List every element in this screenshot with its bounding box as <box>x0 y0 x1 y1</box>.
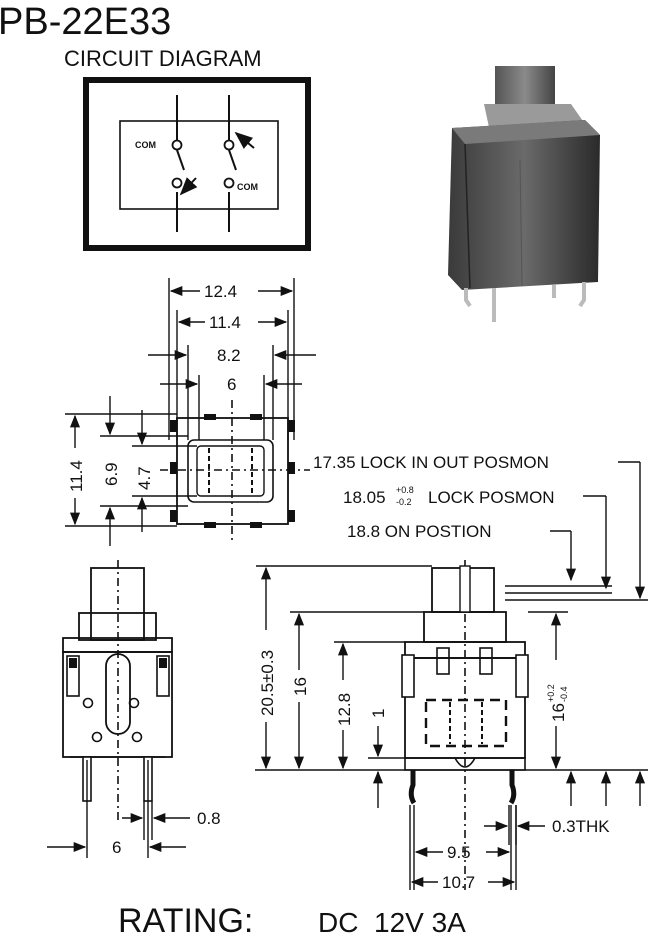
dim-16-tol-plus: +0.2 <box>546 684 556 702</box>
circuit-diagram-heading: CIRCUIT DIAGRAM <box>64 46 262 71</box>
dim-11-4-width: 11.4 <box>209 313 241 332</box>
dim-6-top: 6 <box>227 375 236 394</box>
dim-12-8: 12.8 <box>335 693 354 726</box>
position-callouts: 17.35 LOCK IN OUT POSMON 18.05 +0.8 -0.2… <box>313 453 648 601</box>
side-view-drawing: 20.5±0.3 16 12.8 1 16 +0.2 -0.4 0.3THK <box>255 560 648 892</box>
dim-10-7: 10.7 <box>442 873 475 892</box>
dim-6-9: 6.9 <box>102 462 121 486</box>
dim-6-bottom: 6 <box>112 838 121 857</box>
dim-8-2: 8.2 <box>217 346 241 365</box>
lock-in-out-position: 17.35 LOCK IN OUT POSMON <box>313 453 549 472</box>
dim-0-3-thk: 0.3THK <box>552 817 610 836</box>
lock-position-value: 18.05 <box>343 488 386 507</box>
dim-20-5: 20.5±0.3 <box>258 650 277 716</box>
dim-1: 1 <box>369 709 388 718</box>
circuit-diagram: COM COM <box>83 77 311 251</box>
dim-0-8: 0.8 <box>197 809 221 828</box>
top-view-drawing: 12.4 11.4 8.2 6 <box>65 278 316 546</box>
product-photo <box>448 66 600 322</box>
dim-16-tol-minus: -0.4 <box>559 686 569 702</box>
on-position: 18.8 ON POSTION <box>347 522 492 541</box>
dim-9-5: 9.5 <box>447 843 471 862</box>
lock-position-tol-minus: -0.2 <box>396 497 412 507</box>
com-label-left: COM <box>135 140 156 150</box>
rating-value: DC 12V 3A <box>318 907 466 937</box>
com-label-right: COM <box>237 182 258 192</box>
dim-16-tol-value: 16 <box>549 703 568 722</box>
lock-position-label: LOCK POSMON <box>428 488 555 507</box>
front-view-drawing: 0.8 6 <box>47 560 221 858</box>
part-number-title: PB-22E33 <box>0 1 171 43</box>
dim-12-4: 12.4 <box>204 282 237 301</box>
dim-11-4-height: 11.4 <box>67 460 86 492</box>
rating-label: RATING: <box>118 902 253 937</box>
lock-position-tol-plus: +0.8 <box>396 485 414 495</box>
dim-16: 16 <box>291 677 310 696</box>
dim-4-7: 4.7 <box>135 466 154 490</box>
